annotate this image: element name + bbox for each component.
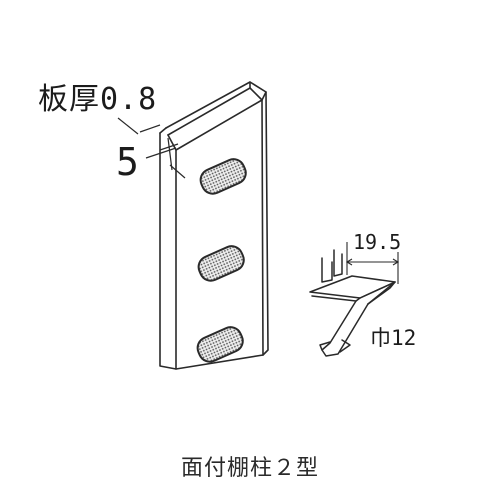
bracket-hook-right <box>333 249 343 277</box>
slot-bottom <box>196 326 244 363</box>
slot-top <box>199 158 247 195</box>
bracket-width-label: 19.5 <box>353 230 402 254</box>
slot-middle <box>197 245 245 282</box>
bracket-arm <box>321 300 369 357</box>
depth-label: 5 <box>116 140 139 184</box>
post-slots <box>196 158 247 363</box>
plate-thickness-label: 板厚0.8 <box>38 82 158 117</box>
bracket-width-dimension <box>345 242 400 284</box>
figure-caption: 面付棚柱２型 <box>180 456 319 481</box>
shelf-post <box>159 81 269 370</box>
bracket-height-label: 巾12 <box>370 326 417 350</box>
post-dimension-lines <box>117 117 186 179</box>
bracket-hook-left <box>321 257 333 283</box>
post-front-face <box>175 99 264 370</box>
shelf-bracket <box>309 249 396 357</box>
